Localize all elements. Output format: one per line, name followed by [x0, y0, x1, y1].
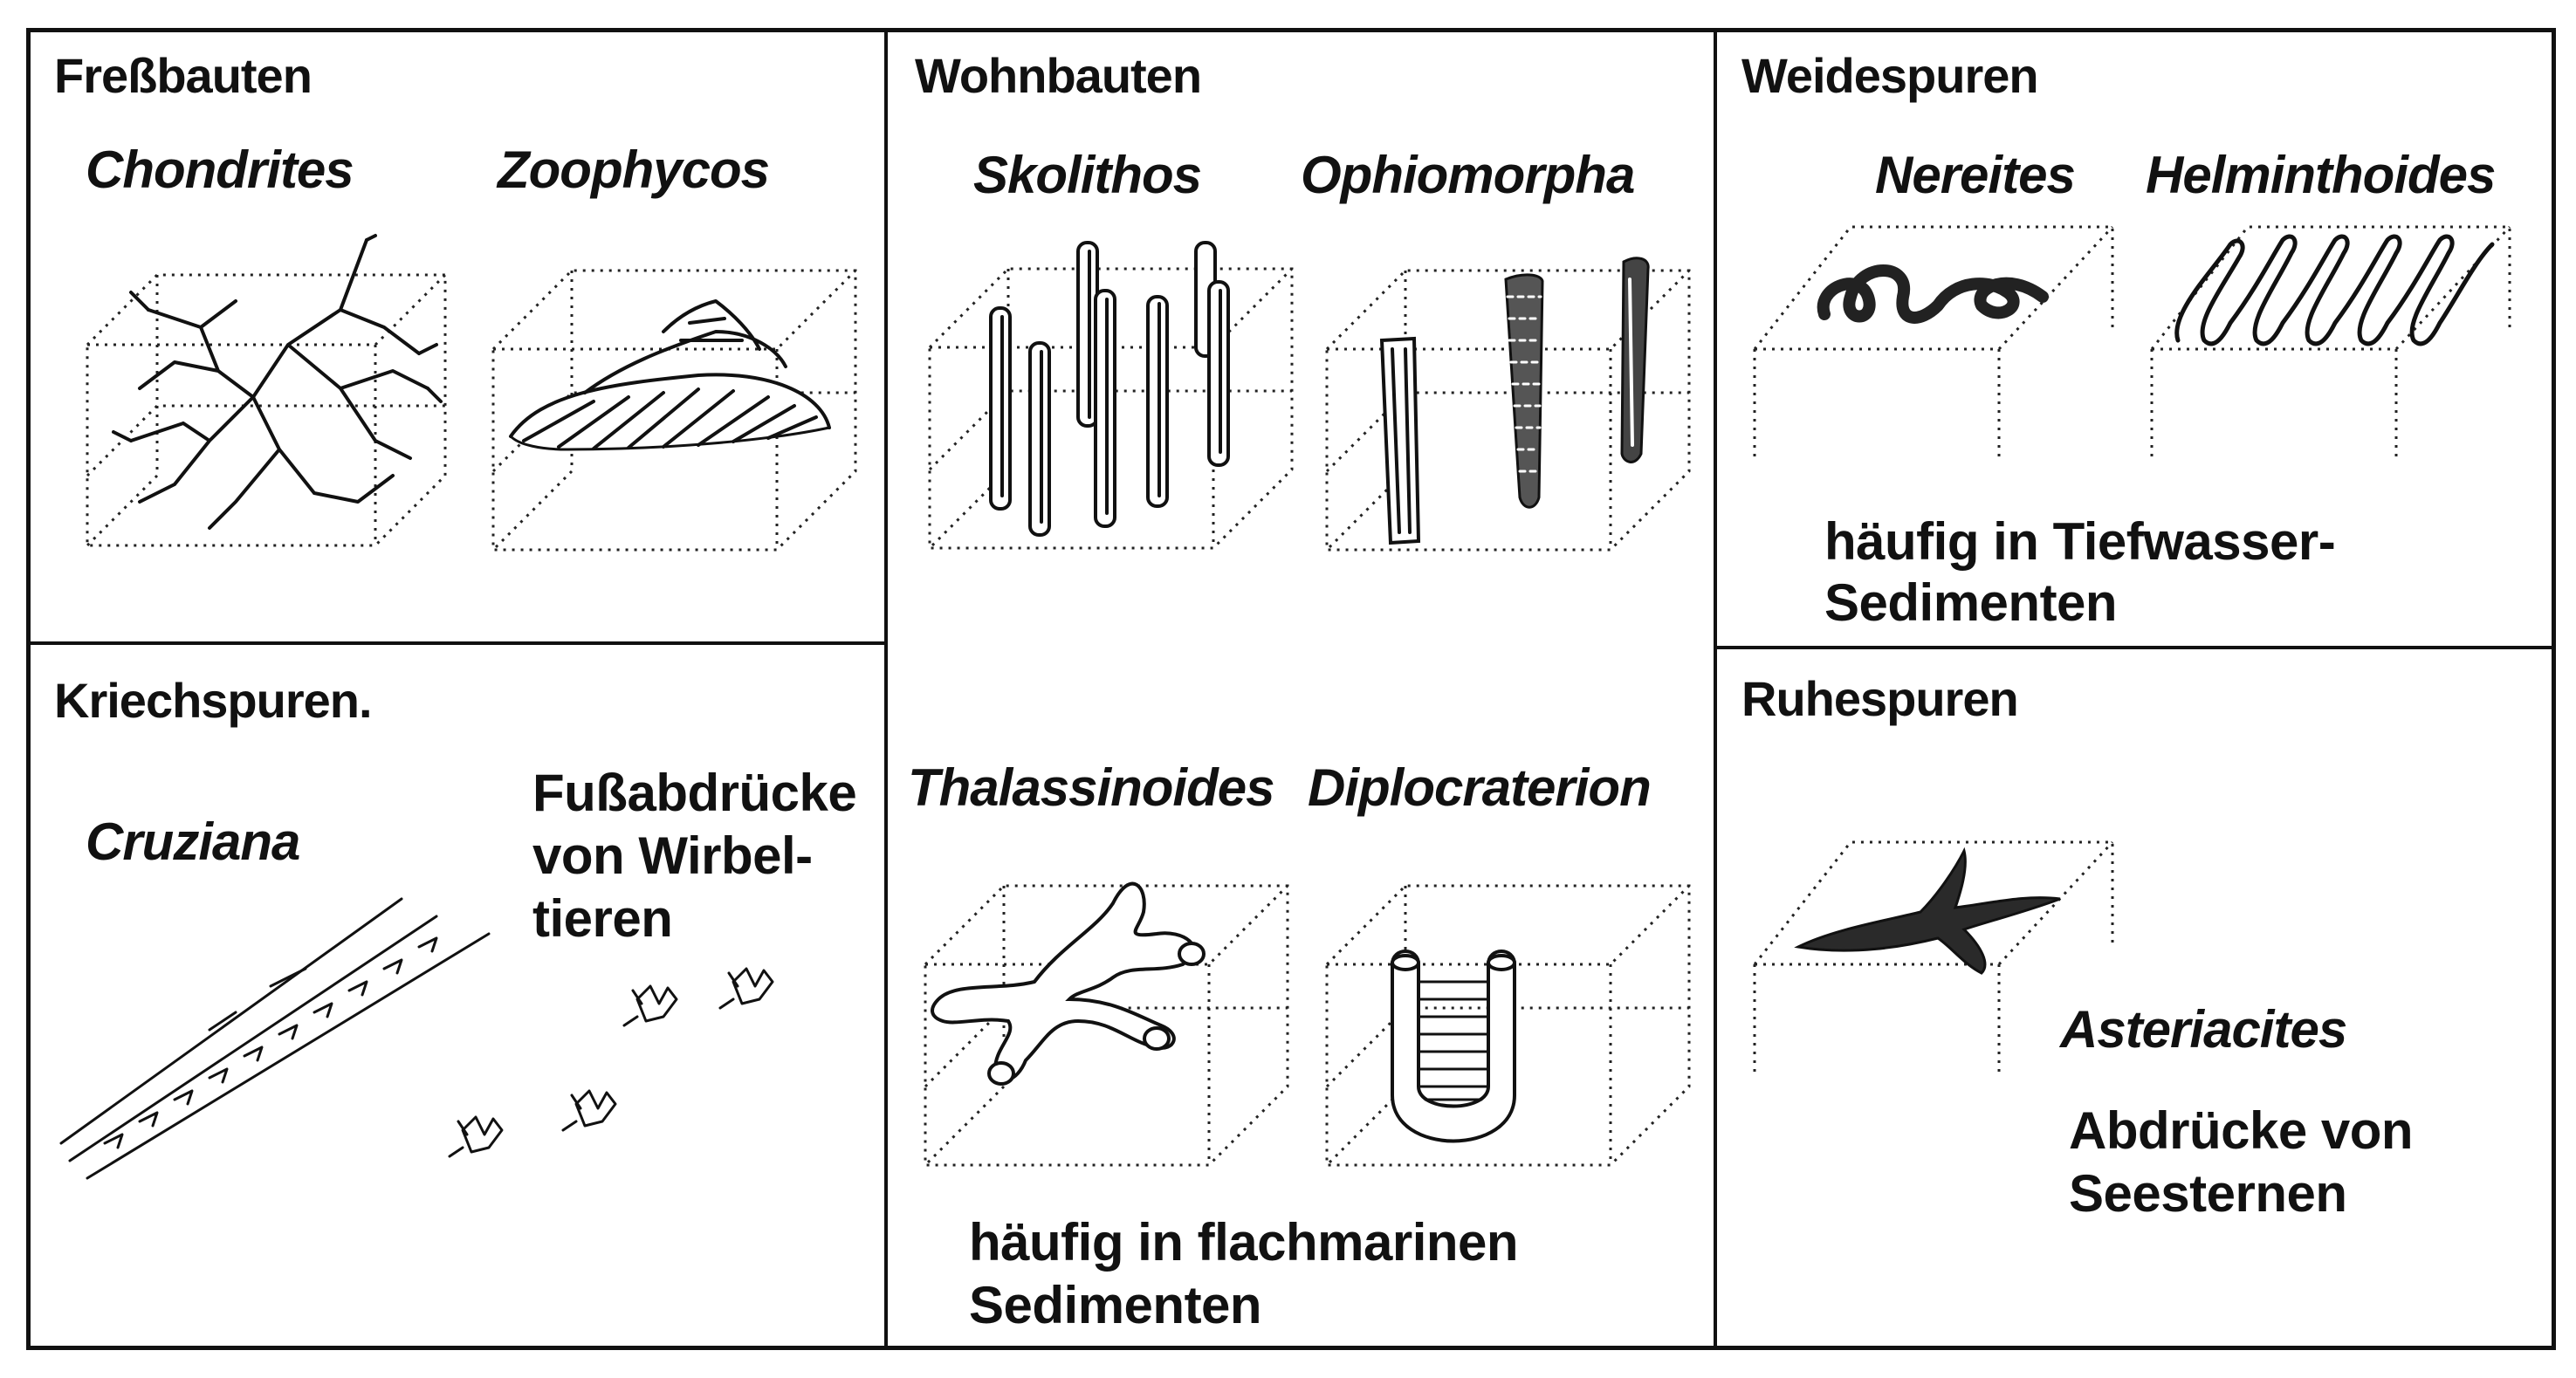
zoophycos-illustration — [491, 269, 857, 552]
chondrites-illustration — [86, 234, 447, 547]
heading-ruhespuren: Ruhespuren — [1741, 671, 2019, 726]
diplocraterion-illustration — [1325, 884, 1691, 1167]
note-wohnbauten-line-2: Sedimenten — [969, 1276, 1262, 1334]
genus-diplocraterion: Diplocraterion — [1308, 758, 1652, 817]
nereites-illustration — [1753, 225, 2114, 463]
diagram-frame — [26, 28, 2556, 1350]
divider-right — [1714, 28, 1717, 1350]
ophiomorpha-illustration — [1325, 257, 1691, 552]
heading-kriechspuren: Kriechspuren. — [54, 673, 373, 728]
genus-helminthoides: Helminthoides — [2146, 146, 2496, 204]
divider-left — [884, 28, 888, 1350]
helminthoides-illustration — [2150, 225, 2511, 463]
thalassinoides-illustration — [924, 881, 1289, 1167]
heading-wohnbauten: Wohnbauten — [915, 48, 1202, 103]
note-weidespuren-line-2: Sedimenten — [1824, 573, 2118, 632]
vertebrate-footprints-illustration — [448, 967, 774, 1158]
genus-cruziana: Cruziana — [86, 812, 300, 871]
heading-fressbauten: Freßbauten — [54, 48, 313, 103]
genus-asteriacites: Asteriacites — [2060, 1000, 2347, 1059]
genus-thalassinoides: Thalassinoides — [908, 758, 1274, 817]
divider-left-horizontal — [26, 641, 886, 645]
note-ruhespuren-line-1: Abdrücke von — [2069, 1101, 2414, 1160]
skolithos-illustration — [928, 241, 1294, 550]
cruziana-illustration — [59, 897, 491, 1180]
note-kriechspuren-line-1: Fußabdrücke — [532, 764, 857, 822]
genus-nereites: Nereites — [1875, 146, 2076, 204]
note-wohnbauten-line-1: häufig in flachmarinen — [969, 1213, 1519, 1272]
genus-skolithos: Skolithos — [973, 146, 1202, 204]
note-kriechspuren-line-3: tieren — [532, 889, 673, 948]
note-weidespuren-line-1: häufig in Tiefwasser- — [1824, 512, 2336, 571]
asteriacites-illustration — [1753, 840, 2114, 1078]
genus-ophiomorpha: Ophiomorpha — [1301, 146, 1635, 204]
divider-right-horizontal — [1714, 646, 2556, 649]
genus-zoophycos: Zoophycos — [498, 141, 770, 199]
genus-chondrites: Chondrites — [86, 141, 354, 199]
heading-weidespuren: Weidespuren — [1741, 48, 2039, 103]
note-kriechspuren-line-2: von Wirbel- — [532, 826, 813, 885]
note-ruhespuren-line-2: Seesternen — [2069, 1164, 2347, 1223]
